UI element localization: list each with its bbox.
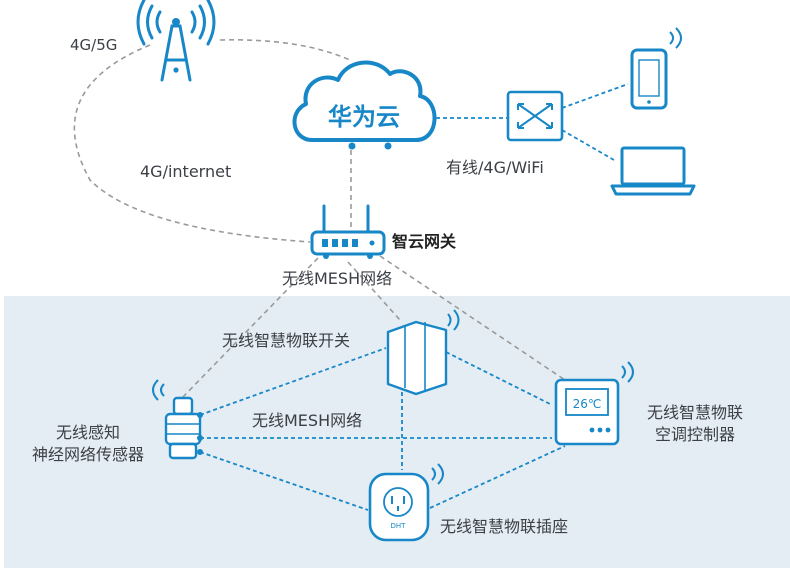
tower-label: 4G/5G: [70, 36, 117, 54]
links: [73, 39, 629, 511]
link-sensor-switch: [199, 347, 387, 416]
thermostat-icon: [554, 361, 634, 446]
gateway-label: 智云网关: [392, 232, 456, 251]
ac-label-line1: 无线智慧物联: [647, 403, 743, 422]
link-gateway-ac: [379, 255, 566, 381]
socket-brand: DHT: [391, 522, 407, 530]
ac-label-line2: 空调控制器: [655, 425, 735, 444]
ac-display-value: 26℃: [573, 397, 602, 411]
switch-label: 无线智慧物联开关: [222, 331, 350, 350]
cloud-icon: [292, 60, 437, 150]
internet-label: 4G/internet: [140, 162, 231, 181]
sensor-label-line2: 神经网络传感器: [32, 445, 144, 464]
sensor-label-line1: 无线感知: [56, 423, 120, 442]
socket-label: 无线智慧物联插座: [440, 517, 568, 536]
link-tower-gateway: [73, 44, 311, 243]
laptop-icon: [610, 146, 696, 196]
smartphone-icon: [630, 27, 682, 110]
link-switch-ac: [445, 351, 553, 406]
router-icon: [310, 204, 386, 259]
smart-plug-icon: [368, 463, 444, 542]
wall-switch-icon: [386, 309, 460, 396]
sensor-icon: [152, 379, 203, 460]
mesh-label-mid: 无线MESH网络: [252, 411, 362, 430]
link-sensor-socket: [199, 451, 369, 511]
link-tower-cloud: [219, 39, 351, 61]
link-gateway-switch: [347, 261, 401, 321]
link-gateway-sensor: [181, 257, 319, 399]
link-socket-ac: [429, 445, 566, 509]
link-hub-phone: [561, 83, 629, 109]
mesh-label-top: 无线MESH网络: [282, 269, 392, 288]
cell-tower-icon: [136, 0, 216, 82]
network-switch-icon: [506, 90, 564, 142]
cloud-label: 华为云: [328, 103, 400, 131]
wired-label: 有线/4G/WiFi: [446, 158, 544, 177]
link-hub-laptop: [561, 129, 615, 161]
